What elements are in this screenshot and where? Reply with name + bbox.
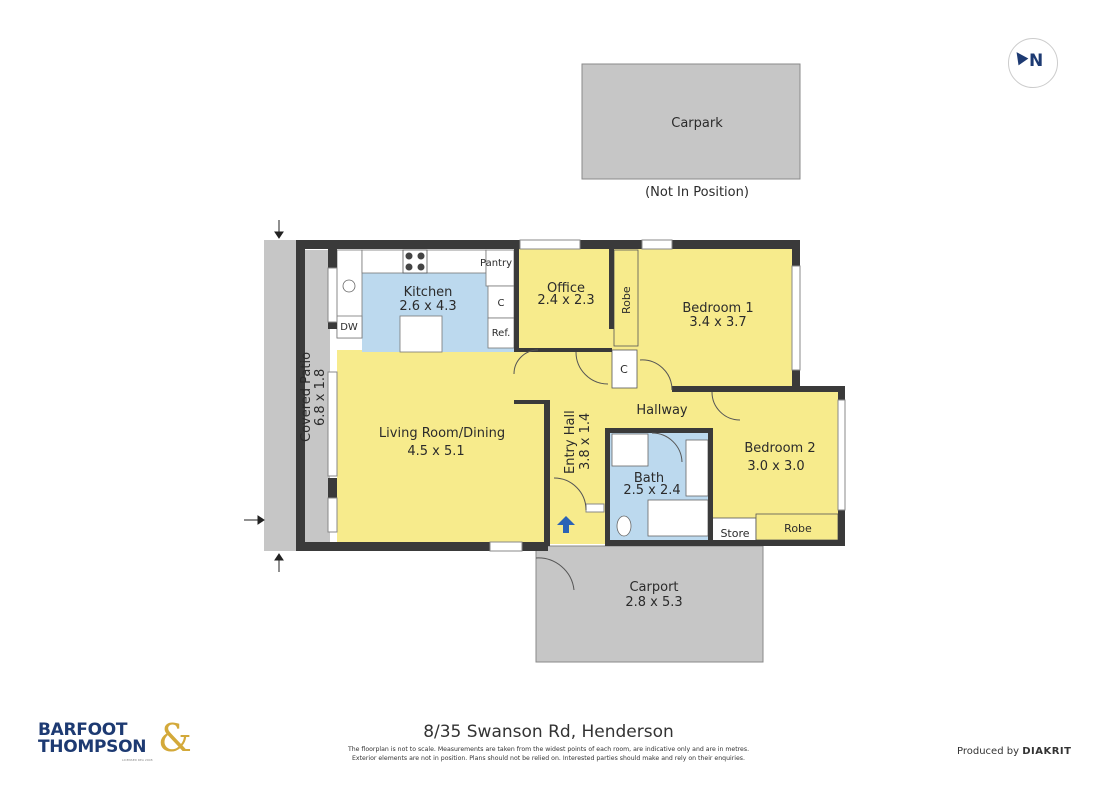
fridge-label: Ref. (492, 328, 511, 339)
living-label: Living Room/Dining (379, 426, 505, 441)
robe-office (613, 249, 639, 347)
living-dims: 4.5 x 5.1 (407, 444, 464, 459)
north-compass: N (1008, 38, 1058, 88)
carpark-area (581, 63, 801, 180)
property-address: 8/35 Swanson Rd, Henderson (423, 722, 674, 742)
sink-icon (342, 279, 356, 293)
kitchen-label: Kitchen (404, 285, 453, 300)
produced-by: Produced by DIAKRIT (957, 746, 1071, 757)
kitchen-cupboard (487, 285, 515, 319)
carpark-note: (Not In Position) (645, 185, 749, 200)
logo-line-2: THOMPSON (38, 737, 147, 757)
store-label: Store (720, 527, 749, 540)
covered-patio-dims: 6.8 x 1.8 (313, 369, 328, 426)
hall-cupboard-label: C (620, 363, 628, 376)
disclaimer-line-1: The floorplan is not to scale. Measureme… (347, 746, 750, 753)
hall-cupboard (611, 349, 638, 389)
windows (327, 239, 846, 552)
bedroom1-dims: 3.4 x 3.7 (689, 315, 746, 330)
shower-icon (611, 433, 649, 467)
north-label: N (1029, 51, 1044, 71)
agency-logo: BARFOOT THOMPSON & LICENSED REA 2008 (38, 718, 198, 768)
bedroom2-label: Bedroom 2 (744, 441, 815, 456)
living-room-floor (337, 350, 549, 544)
cooktop-burner (405, 263, 413, 271)
door-swings (513, 349, 741, 591)
hallway-label: Hallway (636, 403, 688, 418)
robe-bed2 (755, 513, 839, 541)
logo-ampersand: & (158, 716, 192, 760)
bedroom1-label: Bedroom 1 (682, 301, 753, 316)
kitchen-dims: 2.6 x 4.3 (399, 299, 456, 314)
north-arrow-icon (1011, 48, 1029, 66)
logo-line-1: BARFOOT (38, 720, 128, 740)
carpark-label: Carpark (671, 116, 723, 131)
toilet-icon (616, 515, 632, 537)
carport-label: Carport (629, 580, 678, 595)
office-dims: 2.4 x 2.3 (537, 293, 594, 308)
kitchen-island (399, 315, 443, 353)
entry-hall-label: Entry Hall (563, 410, 578, 474)
robe-bed2-label: Robe (784, 522, 812, 535)
cooktop-burner (405, 252, 413, 260)
produced-prefix: Produced by (957, 746, 1019, 757)
produced-brand: DIAKRIT (1022, 746, 1072, 757)
bathtub-icon (647, 499, 709, 537)
entry-hall-dims: 3.8 x 1.4 (578, 413, 593, 470)
disclaimer-line-2: Exterior elements are not in position. P… (352, 755, 745, 762)
bath-dims: 2.5 x 2.4 (623, 483, 680, 498)
pantry-label: Pantry (480, 258, 512, 269)
carport-dims: 2.8 x 5.3 (625, 595, 682, 610)
cooktop-burner (417, 252, 425, 260)
entry-hall-floor (549, 400, 607, 544)
covered-patio-label: Covered Patio (299, 352, 314, 442)
vanity-icon (685, 439, 709, 497)
logo-subtitle: LICENSED REA 2008 (122, 758, 153, 762)
covered-patio-area (264, 240, 296, 551)
kitchen-cupboard-label: C (498, 298, 505, 309)
robe-office-label: Robe (620, 286, 633, 314)
cooktop (402, 249, 428, 274)
bath-label: Bath (634, 471, 664, 486)
bedroom2-dims: 3.0 x 3.0 (747, 459, 804, 474)
cooktop-burner (417, 263, 425, 271)
patio-markers (244, 220, 284, 572)
dishwasher-label: DW (340, 322, 358, 333)
entrance-arrow-icon (557, 516, 575, 533)
office-floor (514, 248, 612, 350)
office-label: Office (547, 281, 585, 296)
disclaimer: The floorplan is not to scale. Measureme… (300, 745, 797, 763)
